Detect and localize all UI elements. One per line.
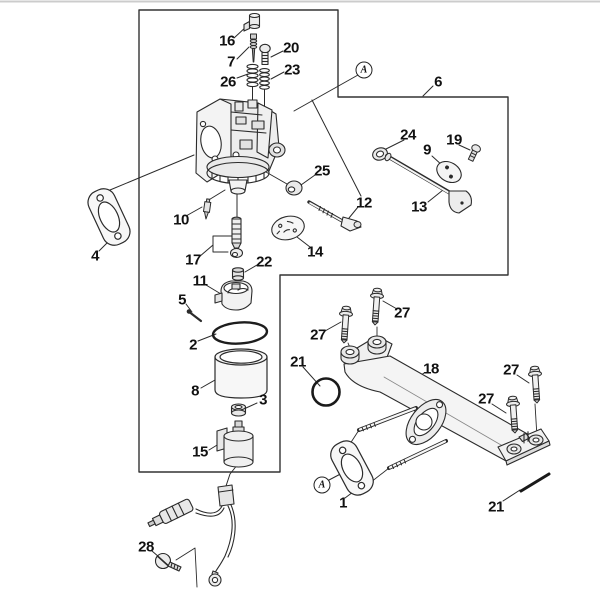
part-plate-14: [271, 215, 305, 241]
part-gasket-1: [330, 440, 374, 496]
plug-boot: [147, 498, 194, 528]
assembly-boundary-box: [138, 9, 509, 473]
part-carburetor-body: [195, 98, 286, 195]
part-needle-screw-7: [249, 33, 258, 63]
manifold-studs: [357, 406, 448, 470]
part-grommet-25: [285, 180, 303, 196]
part-float-11: [214, 280, 253, 311]
part-screw-20: [259, 43, 271, 66]
part-spring-23: [259, 68, 270, 90]
part-pin-21: [519, 472, 551, 493]
part-bolt-27-c: [506, 395, 520, 434]
part-bolt-27-a: [339, 305, 353, 344]
part-nut-22: [231, 267, 245, 281]
part-pin-12: [307, 200, 362, 232]
part-bushing-24: [372, 147, 388, 161]
part-o-ring-2: [211, 321, 269, 345]
ring-terminal: [208, 570, 222, 587]
part-float-pin-5: [186, 309, 203, 323]
part-spring-26: [246, 63, 259, 88]
part-valve-cap-16: [243, 12, 261, 32]
connector-housing: [217, 484, 235, 507]
part-throttle-plate-9: [436, 160, 462, 184]
part-screw-19: [467, 144, 481, 162]
part-bowl-8: [214, 348, 268, 399]
part-main-jet-17: [229, 216, 244, 259]
part-nut-3: [230, 403, 247, 417]
manifold-boss-left: [340, 345, 360, 365]
manifold-end-bracket: [497, 428, 551, 466]
part-gasket-4: [87, 188, 131, 246]
leader-lines: [98, 25, 538, 588]
part-bolt-27-d: [528, 365, 542, 404]
part-manifold-18: [340, 335, 539, 463]
wire-harness: [147, 484, 236, 587]
part-bolt-27-b: [370, 287, 384, 326]
manifold-boss-right: [367, 335, 387, 355]
part-jet-10: [202, 198, 212, 220]
part-throttle-shaft-13: [384, 152, 472, 214]
part-o-ring-21: [311, 377, 341, 407]
part-solenoid-15: [216, 420, 254, 468]
part-screw-28: [154, 552, 182, 572]
